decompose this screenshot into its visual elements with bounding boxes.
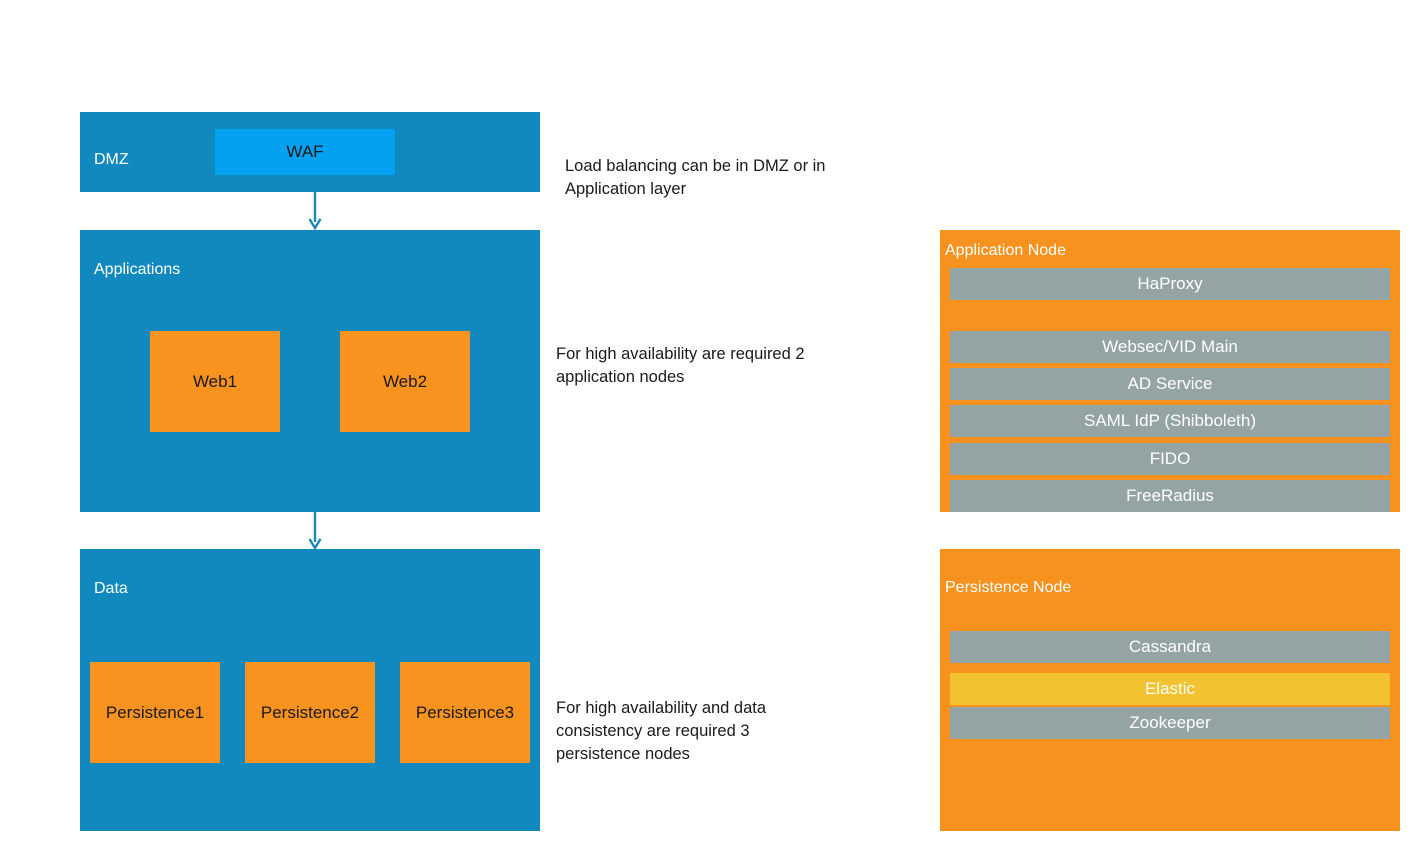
service-freeradius[interactable]: FreeRadius	[950, 480, 1390, 512]
box-waf-label: WAF	[286, 142, 324, 161]
annotation-data: For high availability and data consisten…	[556, 699, 767, 763]
service-haproxy-label: HaProxy	[1137, 274, 1203, 293]
annotation-dmz: Load balancing can be in DMZ or in Appli…	[565, 157, 826, 198]
service-websec-vid-main-label: Websec/VID Main	[1102, 337, 1238, 356]
service-fido[interactable]: FIDO	[950, 443, 1390, 475]
service-elastic-label: Elastic	[1144, 679, 1196, 698]
arrow-down-icon	[308, 192, 322, 231]
box-waf[interactable]: WAF	[215, 129, 395, 175]
service-freeradius-label: FreeRadius	[1126, 486, 1214, 505]
box-persistence2[interactable]: Persistence2	[245, 662, 375, 763]
box-persistence3[interactable]: Persistence3	[400, 662, 530, 763]
service-zookeeper[interactable]: Zookeeper	[950, 707, 1390, 739]
box-web2-label: Web2	[382, 371, 428, 391]
service-zookeeper-label: Zookeeper	[1129, 713, 1211, 732]
zone-data-label: Data	[94, 580, 128, 597]
connector-applications-to-data	[307, 512, 323, 551]
box-persistence3-label: Persistence3	[415, 702, 515, 722]
service-saml-idp-label: SAML IdP (Shibboleth)	[1084, 411, 1256, 430]
service-elastic[interactable]: Elastic	[950, 673, 1390, 705]
service-saml-idp[interactable]: SAML IdP (Shibboleth)	[950, 405, 1390, 437]
service-cassandra-label: Cassandra	[1128, 637, 1212, 656]
service-ad-service[interactable]: AD Service	[950, 368, 1390, 400]
arrow-down-icon	[308, 512, 322, 551]
annotation-applications: For high availability are required 2 app…	[556, 345, 805, 386]
zone-applications[interactable]: Applications Web1 Web2	[80, 230, 540, 512]
zone-dmz[interactable]: DMZ WAF	[80, 112, 540, 192]
box-web1-label: Web1	[192, 371, 238, 391]
node-persistence[interactable]: Persistence Node Cassandra Elastic Zooke…	[940, 549, 1400, 831]
zone-data[interactable]: Data Persistence1 Persistence2 Persisten…	[80, 549, 540, 831]
node-application-label: Application Node	[945, 242, 1066, 259]
service-cassandra[interactable]: Cassandra	[950, 631, 1390, 663]
box-persistence1-label: Persistence1	[105, 702, 205, 722]
zone-applications-label: Applications	[94, 261, 181, 278]
service-ad-service-label: AD Service	[1127, 374, 1213, 393]
box-persistence2-label: Persistence2	[260, 702, 360, 722]
connector-dmz-to-applications	[307, 192, 323, 231]
service-fido-label: FIDO	[1149, 449, 1191, 468]
service-websec-vid-main[interactable]: Websec/VID Main	[950, 331, 1390, 363]
box-persistence1[interactable]: Persistence1	[90, 662, 220, 763]
box-web2[interactable]: Web2	[340, 331, 470, 432]
box-web1[interactable]: Web1	[150, 331, 280, 432]
node-application[interactable]: Application Node HaProxy Websec/VID Main…	[940, 230, 1400, 512]
service-haproxy[interactable]: HaProxy	[950, 268, 1390, 300]
zone-dmz-label: DMZ	[94, 151, 129, 168]
node-persistence-label: Persistence Node	[945, 579, 1072, 596]
